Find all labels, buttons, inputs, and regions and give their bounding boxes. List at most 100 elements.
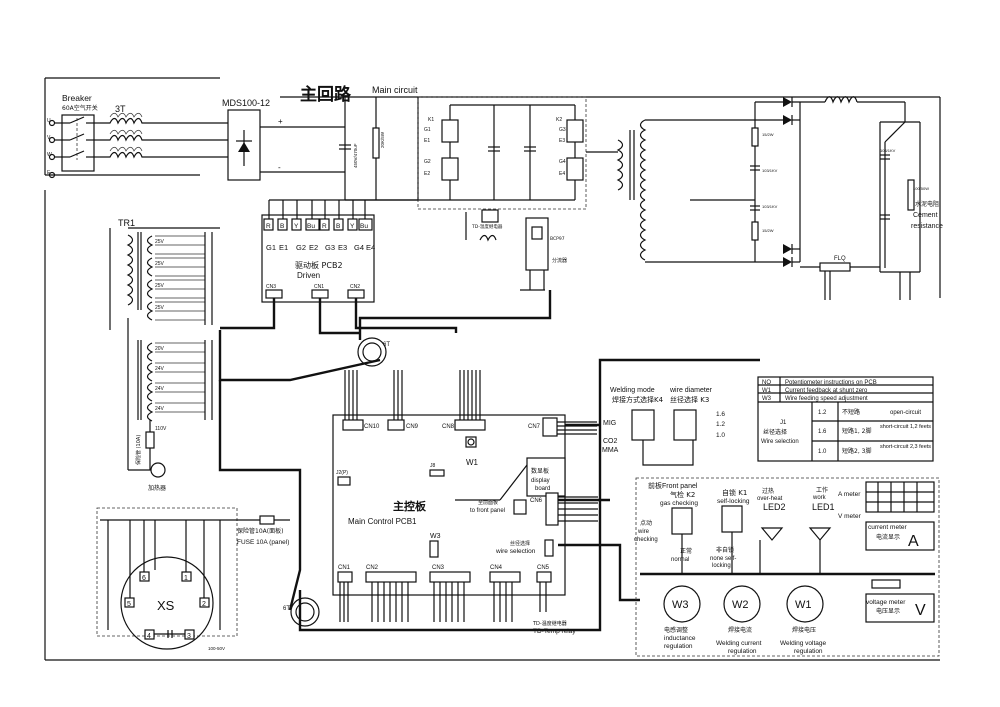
j1-opt2-cn: 短路1, 2脚 [842, 427, 871, 435]
svg-text:E3: E3 [559, 138, 565, 144]
svg-text:3: 3 [187, 633, 191, 640]
wire-check-en1: wire [637, 529, 650, 535]
self-lock-switch-k1[interactable] [721, 505, 743, 533]
pot-w1-en1: Welding voltage [780, 640, 827, 647]
current-meter [865, 521, 935, 551]
j1-opt3-val: 1.0 [818, 449, 827, 455]
svg-text:TD-温度继电器: TD-温度继电器 [471, 223, 503, 230]
pot-w2-symbol: W2 [732, 599, 749, 611]
hall-sensor-6t-upper [357, 337, 387, 367]
breaker-label: Breaker [62, 93, 92, 103]
svg-text:E4: E4 [366, 243, 375, 252]
wire-check-en2: checking [634, 537, 658, 543]
harness-c [218, 380, 302, 611]
front-panel-title-en: Front panel [662, 483, 698, 490]
pot-w3-symbol: W3 [672, 599, 689, 611]
svg-text:display: display [531, 478, 550, 484]
welding-mode-en: Welding mode [610, 387, 655, 394]
pot-table-r2-desc: Wire feeding speed adjustment [785, 396, 868, 402]
welding-mode-switch-k4[interactable] [631, 409, 655, 441]
main-circuit-title-en: Main circuit [372, 85, 418, 95]
svg-text:CN2: CN2 [366, 565, 379, 571]
breaker-box [61, 114, 95, 172]
voltage-meter-symbol: V [915, 602, 926, 619]
svg-text:CN10: CN10 [364, 424, 380, 430]
pot-w2-current[interactable] [723, 585, 761, 623]
svg-text:Y: Y [350, 223, 355, 230]
gas-check-switch-k2[interactable] [671, 507, 693, 535]
current-sensor-box [525, 217, 549, 271]
led1-icon [808, 527, 832, 541]
heater-fuse [145, 431, 155, 449]
tr1-label: TR1 [118, 218, 135, 228]
output-terminal-box: 104/1KV 100/50W [879, 121, 929, 273]
terminal-u-label: U [47, 118, 51, 124]
driver-board-connectors: CN3 CN1 CN2 [265, 284, 365, 299]
panel-fuse-en: FUSE 10A (panel) [237, 539, 289, 546]
tr1-secondaries [137, 235, 154, 422]
svg-text:103/1KV: 103/1KV [762, 204, 778, 209]
svg-text:CN9: CN9 [406, 424, 419, 430]
svg-text:20V: 20V [155, 346, 165, 352]
panel-fuse-10a [259, 515, 275, 525]
main-transformer [586, 119, 647, 261]
shunt-flq [819, 262, 851, 272]
hall-sensor-6t-lower-label: 6T [283, 606, 290, 612]
display-board [526, 457, 566, 497]
pot-w3[interactable] [429, 540, 439, 558]
j1-label: J1 [780, 420, 787, 426]
temp-relay-en: TD-Temp relay [533, 628, 576, 635]
driver-board-title-en: Driven [297, 271, 320, 280]
a-meter-label: A meter [838, 491, 861, 498]
svg-text:E1: E1 [424, 138, 430, 144]
pot-w1[interactable] [465, 436, 477, 448]
pot-table-r1-desc: Current feedback at shunt zero [785, 388, 868, 394]
heater-fuse-label: 保险管 (10A) [135, 435, 142, 465]
pot-table-r2-no: W3 [762, 396, 772, 402]
current-sensor-label: 分流器 [552, 257, 567, 264]
pot-w3-cn: 电感调整 [664, 626, 688, 634]
pot-w3-en1: inductance [664, 635, 696, 642]
hall-sensor-6t-upper-label: 6T [383, 342, 390, 348]
pot-w1-voltage[interactable] [786, 585, 824, 623]
cement-resistor-en1: Cement [913, 212, 938, 219]
terminal-e-label: E [47, 170, 51, 176]
j8-label: J8 [430, 463, 436, 469]
board-harness-bundles [298, 358, 760, 632]
svg-text:B: B [336, 223, 340, 230]
wire-diameter-switch-k3[interactable] [673, 409, 697, 441]
igbt-labels: K1 G1 E1 G2 E2 K2 G3 E3 G4 E4 [424, 117, 566, 177]
svg-text:G2: G2 [296, 243, 306, 252]
mode-mma: MMA [602, 447, 619, 454]
led1-cn: 工作 [816, 486, 828, 494]
k1-en: self-locking [717, 498, 750, 505]
breaker-switches [55, 116, 100, 160]
svg-text:E2: E2 [424, 171, 430, 177]
cement-resistor [907, 179, 915, 211]
led1-tag: LED1 [812, 502, 835, 512]
svg-text:R: R [322, 223, 327, 230]
pot-table-h-no: NO [762, 380, 771, 386]
j1-opt3-en: short-circuit 2,3 feets [880, 444, 931, 450]
svg-text:450V/470uF: 450V/470uF [353, 143, 358, 168]
mode-co2: CO2 [603, 438, 618, 445]
front-panel-box [635, 477, 940, 657]
pot-w3-inductance[interactable] [663, 585, 701, 623]
tr1-bus-wires [155, 232, 213, 420]
v-meter-label: V meter [838, 513, 862, 520]
svg-text:E3: E3 [338, 243, 347, 252]
led1-en: work [812, 495, 827, 501]
driver-board-gate-pins: G1 E1 G2 E2 G3 E3 G4 E4 [266, 243, 375, 252]
terminal-v-label: V [47, 135, 51, 141]
svg-text:G4: G4 [354, 243, 364, 252]
svg-text:CN3: CN3 [432, 565, 445, 571]
j1-en: Wire selection [761, 439, 799, 445]
svg-text:E1: E1 [279, 243, 288, 252]
svg-text:25V: 25V [155, 305, 165, 311]
j2-label: J2(P) [336, 470, 348, 476]
led2-icon [760, 527, 784, 541]
wire-diameter-en: wire diameter [669, 387, 713, 394]
svg-text:+: + [278, 117, 283, 126]
voltage-meter [865, 593, 935, 623]
